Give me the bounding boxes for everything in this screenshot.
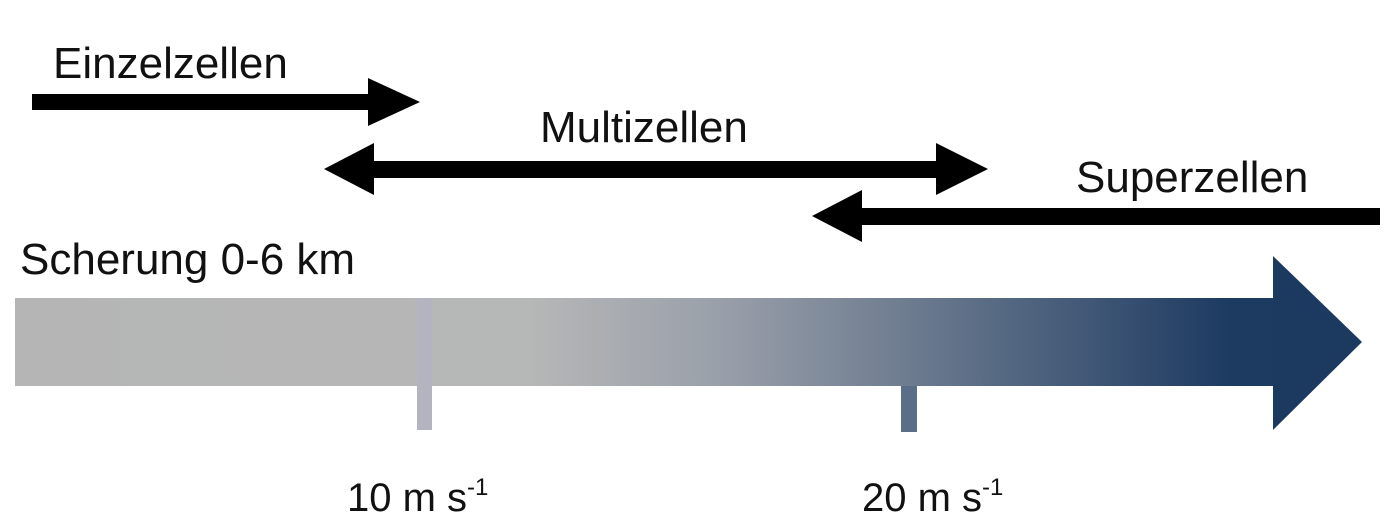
tick-label-10-value: 10 m s	[347, 476, 468, 520]
tick-label-20: 20 m s-1	[862, 476, 1003, 520]
shear-gradient-arrow	[15, 256, 1362, 430]
label-multizellen: Multizellen	[540, 103, 748, 152]
tick-mark-10	[417, 298, 432, 430]
einzelzellen-arrow-icon	[32, 78, 420, 126]
axis-title: Scherung 0-6 km	[20, 235, 356, 284]
tick-mark-20	[901, 386, 917, 432]
tick-label-20-exponent: -1	[982, 474, 1004, 501]
tick-label-10: 10 m s-1	[347, 476, 488, 520]
multizellen-double-arrow-icon	[324, 143, 988, 195]
superzellen-arrow-icon	[812, 190, 1380, 242]
tick-label-20-value: 20 m s	[862, 476, 983, 520]
tick-label-10-exponent: -1	[467, 474, 489, 501]
label-superzellen: Superzellen	[1076, 153, 1309, 202]
label-einzelzellen: Einzelzellen	[53, 39, 288, 88]
